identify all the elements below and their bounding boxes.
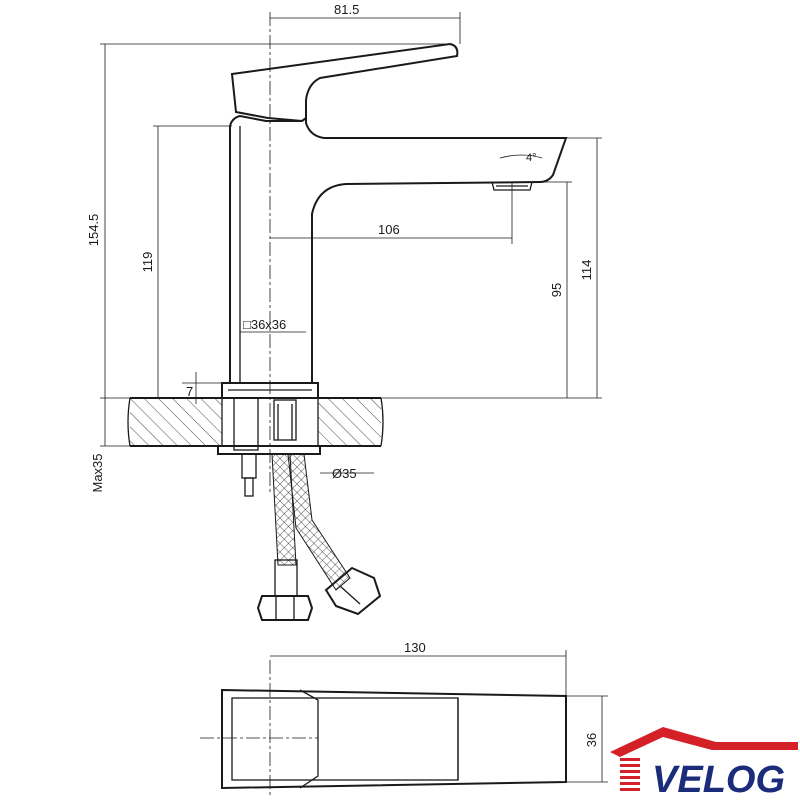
plan-view xyxy=(200,650,608,798)
dim-base-thickness: 7 xyxy=(186,384,193,399)
dim-plan-width: 36 xyxy=(584,733,599,747)
dim-max-deck: Max35 xyxy=(90,453,105,492)
dim-body-height: 119 xyxy=(140,252,155,273)
velog-logo: VELOG xyxy=(610,727,798,800)
dim-hole-diameter: Ø35 xyxy=(332,466,357,481)
plan-outline xyxy=(221,688,567,790)
logo-roof-icon xyxy=(610,727,798,757)
logo-text: VELOG xyxy=(652,759,785,800)
dim-body-section: □36x36 xyxy=(243,317,286,332)
countertop xyxy=(127,397,384,447)
flexible-hoses xyxy=(256,453,382,621)
logo-house-stripes xyxy=(620,758,640,791)
mounting-stud xyxy=(217,397,321,497)
dim-plan-length: 130 xyxy=(404,640,426,655)
side-view xyxy=(100,12,602,621)
dimension-lines xyxy=(100,12,602,474)
faucet-body xyxy=(229,114,568,384)
dim-top-width: 81.5 xyxy=(334,2,359,17)
dim-total-height: 154.5 xyxy=(86,214,101,247)
lever-handle xyxy=(230,42,459,123)
dim-spout-height: 114 xyxy=(579,260,594,281)
dim-spout-angle: 4° xyxy=(526,152,537,164)
dim-outlet-height: 95 xyxy=(549,283,564,297)
dim-spout-reach: 106 xyxy=(378,222,400,237)
